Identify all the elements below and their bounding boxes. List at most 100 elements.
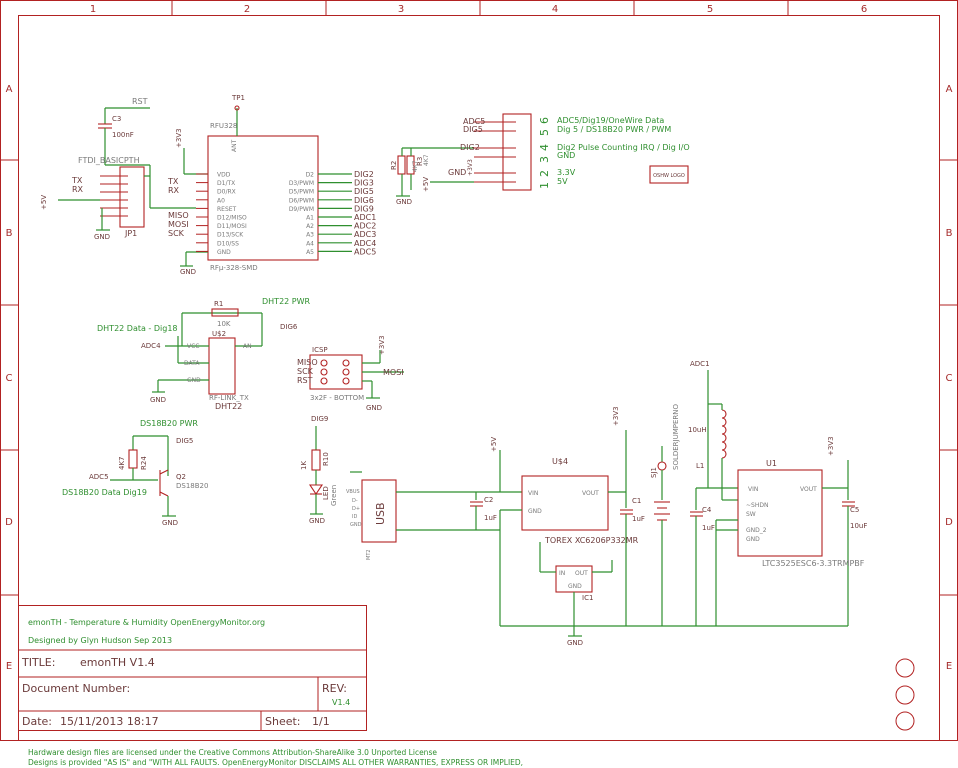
col-label-6: 6 <box>861 4 867 15</box>
col-label-5: 5 <box>707 4 713 15</box>
r2-value: 4K7 <box>412 160 419 172</box>
rfu-right-pin-label: A4 <box>306 240 314 247</box>
col-label-3: 3 <box>398 4 404 15</box>
project-line: emonTH - Temperature & Humidity OpenEner… <box>28 618 265 627</box>
rfu-left-pin-label: A0 <box>217 197 225 204</box>
oshw-logo-box <box>649 165 689 184</box>
ds18b20-gnd-label: GND <box>162 519 178 527</box>
boost-converter <box>690 370 855 626</box>
row-label-b-left: B <box>6 228 13 239</box>
boost-pin-vout: VOUT <box>800 486 817 493</box>
dht22-sensor <box>152 308 263 395</box>
rfu-net-miso: MISO <box>168 211 189 220</box>
tp1-label: TP1 <box>231 94 245 102</box>
rfu-part-ref: RFU328 <box>210 122 237 130</box>
led-r-value: 1K <box>300 461 308 470</box>
icsp-gnd-label: GND <box>366 404 382 412</box>
rfu-left-pin-label: RESET <box>217 206 237 213</box>
ds18b20-q-ref: Q2 <box>176 473 186 481</box>
led-gnd-label: GND <box>309 517 325 525</box>
ds18b20-sensor <box>110 435 176 517</box>
ftdi-rx-label: RX <box>72 185 84 194</box>
rfu-right-pin-label: D5/PWM <box>289 189 314 196</box>
rfu-right-pin-label: D6/PWM <box>289 197 314 204</box>
row-label-b-right: B <box>946 228 953 239</box>
hdr-desc-6: 5V <box>557 177 568 186</box>
rfu-right-net-label: ADC5 <box>354 247 376 256</box>
rfu-left-pin-label: VDD <box>217 172 231 179</box>
sj1-ref: SJ1 <box>650 467 658 478</box>
reg-vin: VIN <box>528 490 538 497</box>
row-label-e-left: E <box>6 661 12 672</box>
ftdi-gnd-label: GND <box>94 233 110 241</box>
r1-ref: R1 <box>214 300 223 308</box>
ftdi-5v-label: +5V <box>40 195 48 210</box>
r2-ref: R2 <box>390 161 398 170</box>
rfu-right-net-label: DIG9 <box>354 204 374 213</box>
dht22-name-2: DHT22 <box>215 402 242 411</box>
boost-pin-sw: SW <box>746 511 756 518</box>
title-value: emonTH V1.4 <box>80 656 155 669</box>
sheet-label: Sheet: <box>265 715 301 728</box>
rfu-left-pin-label: D1/TX <box>217 180 235 187</box>
rfu-right-net-label: ADC2 <box>354 222 376 231</box>
usb-mt: MT2 <box>366 549 372 560</box>
rfu-right-pin-label: A1 <box>306 215 314 222</box>
row-label-e-right: E <box>946 661 952 672</box>
rfu-left-pin-label: D12/MISO <box>217 215 247 222</box>
icsp-net-sck: SCK <box>297 367 314 376</box>
dht22-adc4-label: ADC4 <box>141 342 161 350</box>
dht22-gnd-label: GND <box>150 396 166 404</box>
boost-l-ref: L1 <box>696 462 704 470</box>
hdr-pin-6: 6 <box>538 117 551 124</box>
boost-ref: U1 <box>766 459 777 468</box>
rfu-net-rx: RX <box>168 186 180 195</box>
icsp-net-mosi: MOSI <box>383 368 404 377</box>
reg-3v3-label: +3V3 <box>612 406 620 426</box>
rfu-right-net-label: DIG6 <box>354 196 374 205</box>
dht22-ref: U$2 <box>212 330 226 338</box>
reg-vout: VOUT <box>582 490 599 497</box>
rfu-left-pin-label: D11/MOSI <box>217 223 247 230</box>
ic1-out: OUT <box>575 570 588 577</box>
hdr-desc-1: ADC5/Dig19/OneWire Data <box>557 116 664 125</box>
ds18b20-adc5: ADC5 <box>89 473 109 481</box>
boost-c5-ref: C5 <box>850 506 859 514</box>
ds18b20-data-label: DS18B20 Data Dig19 <box>62 488 147 497</box>
ds18b20-dig5: DIG5 <box>176 437 193 445</box>
led-color: Green <box>330 485 338 506</box>
hdr-net-gnd: GND <box>448 168 466 177</box>
hdr-net-5v: +5V <box>422 177 430 192</box>
rfu-right-net-label: DIG2 <box>354 170 374 179</box>
title-label: TITLE: <box>21 656 55 669</box>
rfu-net-sck: SCK <box>168 229 185 238</box>
c3-ref: C3 <box>112 115 121 123</box>
rfu-left-pin-label: GND <box>217 249 231 256</box>
boost-l-value: 10uH <box>688 426 707 434</box>
hdr-net-dig2: DIG2 <box>460 143 480 152</box>
hdr-pin-1: 1 <box>538 182 551 189</box>
icsp-label: ICSP <box>312 346 328 354</box>
icsp-net-rst: RST <box>297 376 313 385</box>
reg-c2-ref: C2 <box>484 496 493 504</box>
rfu-right-pin-label: A2 <box>306 223 314 230</box>
hdr-pin-5: 5 <box>538 129 551 136</box>
ds18b20-r-ref: R24 <box>140 456 148 470</box>
dht22-dig6-label: DIG6 <box>280 323 298 331</box>
rfu-net-tx: TX <box>167 177 179 186</box>
row-label-a-right: A <box>946 84 953 95</box>
rfu-left-pin-label: D0/RX <box>217 189 236 196</box>
icsp-name: 3x2F - BOTTOM <box>310 394 364 402</box>
rfu-right-pin-label: D3/PWM <box>289 180 314 187</box>
rfu-supply-label: +3V3 <box>175 128 183 148</box>
usb-pin-dminus: D- <box>352 498 358 504</box>
rfu-right-net-label: ADC3 <box>354 230 376 239</box>
reg-5v-label: +5V <box>490 437 498 452</box>
capacitor-c3 <box>98 107 150 140</box>
reg-c1-ref: C1 <box>632 497 641 505</box>
led-ref: LED <box>322 486 330 500</box>
col-label-2: 2 <box>244 4 250 15</box>
hdr-desc-3: Dig2 Pulse Counting IRQ / Dig I/O <box>557 143 690 152</box>
rfu-right-pin-label: D9/PWM <box>289 206 314 213</box>
